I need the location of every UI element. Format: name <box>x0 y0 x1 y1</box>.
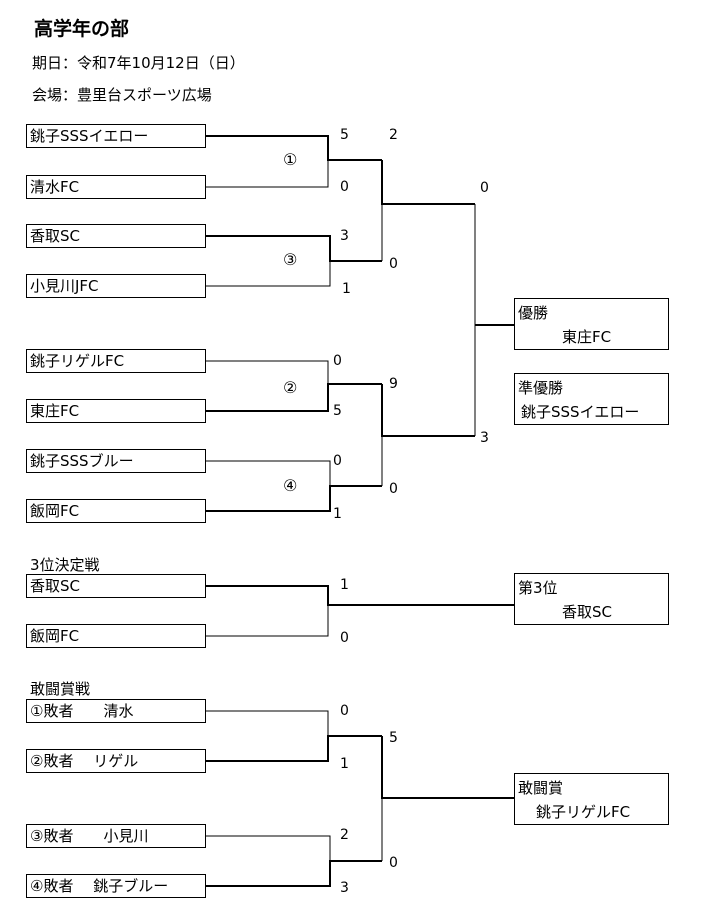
score: 0 <box>480 180 489 196</box>
score: 1 <box>340 756 349 772</box>
team-box: 香取SC <box>26 574 206 598</box>
score: 5 <box>333 403 342 419</box>
fighting-spirit-team: 銚子リゲルFC <box>536 803 631 821</box>
fighting-spirit-box: 敢闘賞 銚子リゲルFC <box>514 773 669 825</box>
match-number: ② <box>283 378 298 397</box>
champion-label: 優勝 <box>518 304 549 322</box>
page-title: 高学年の部 <box>34 18 130 40</box>
team-box: 銚子SSSイエロー <box>26 124 206 148</box>
match-number: ③ <box>283 250 298 269</box>
team-box: 東庄FC <box>26 399 206 423</box>
score: 0 <box>389 855 398 871</box>
score: 5 <box>389 730 398 746</box>
third-place-team: 香取SC <box>562 603 612 621</box>
score: 2 <box>389 127 398 143</box>
score: 0 <box>333 353 342 369</box>
team-box: 飯岡FC <box>26 499 206 523</box>
team-box: 銚子リゲルFC <box>26 349 206 373</box>
team-box: ①敗者 清水 <box>26 699 206 723</box>
score: 9 <box>389 376 398 392</box>
champion-box: 優勝 東庄FC <box>514 298 669 350</box>
score: 3 <box>480 430 489 446</box>
team-box: 銚子SSSブルー <box>26 449 206 473</box>
third-place-heading: 3位決定戦 <box>30 556 100 574</box>
score: 1 <box>342 281 351 297</box>
score: 1 <box>333 506 342 522</box>
champion-team: 東庄FC <box>562 328 612 346</box>
score: 3 <box>340 228 349 244</box>
score: 0 <box>340 179 349 195</box>
score: 2 <box>340 827 349 843</box>
runnerup-label: 準優勝 <box>518 379 564 397</box>
team-box: ②敗者 リゲル <box>26 749 206 773</box>
team-box: 小見川JFC <box>26 274 206 298</box>
team-box: ④敗者 銚子ブルー <box>26 874 206 898</box>
score: 3 <box>340 880 349 896</box>
team-box: 清水FC <box>26 175 206 199</box>
score: 0 <box>340 703 349 719</box>
team-box: ③敗者 小見川 <box>26 824 206 848</box>
event-date: 期日：令和7年10月12日（日） <box>32 54 245 72</box>
score: 5 <box>340 127 349 143</box>
third-place-box: 第3位 香取SC <box>514 573 669 625</box>
team-box: 香取SC <box>26 224 206 248</box>
match-number: ④ <box>283 476 298 495</box>
score: 0 <box>340 630 349 646</box>
fighting-spirit-label: 敢闘賞 <box>518 779 564 797</box>
score: 1 <box>340 577 349 593</box>
score: 0 <box>389 481 398 497</box>
event-venue: 会場：豊里台スポーツ広場 <box>32 86 212 104</box>
runnerup-box: 準優勝 銚子SSSイエロー <box>514 373 669 425</box>
third-place-label: 第3位 <box>518 579 558 597</box>
score: 0 <box>333 453 342 469</box>
fighting-spirit-heading: 敢闘賞戦 <box>30 680 91 698</box>
team-box: 飯岡FC <box>26 624 206 648</box>
score: 0 <box>389 256 398 272</box>
runnerup-team: 銚子SSSイエロー <box>521 403 640 421</box>
match-number: ① <box>283 150 298 169</box>
